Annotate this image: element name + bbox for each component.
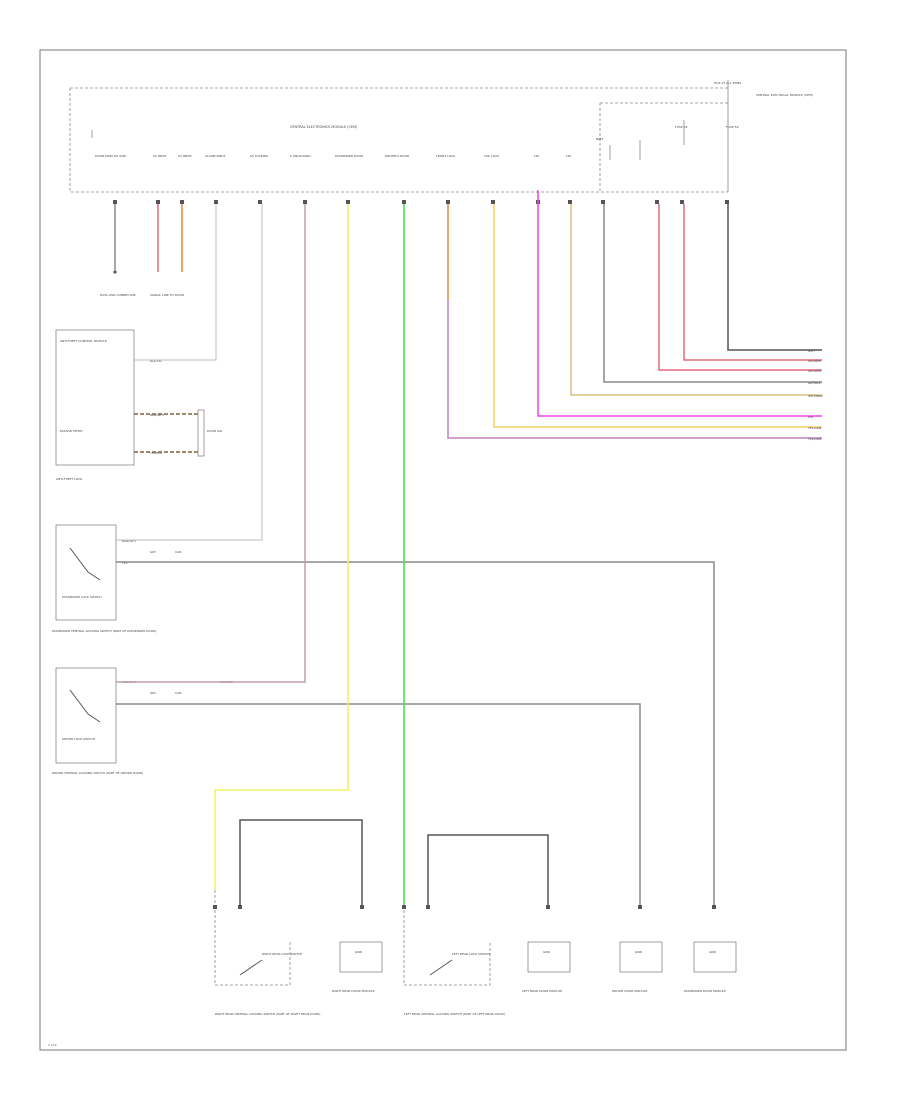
alarm-wire-label: BLK/YEL [150, 359, 162, 363]
lr-caption: LEFT REAR CENTRAL LOCKING SWITCH (PART O… [404, 1012, 505, 1016]
door-wire-label-1: BRN/WHT [150, 413, 165, 417]
right-rear-module: GND RIGHT REAR DOOR MODULE [332, 941, 383, 993]
drv-module-label: DRIVER DOOR MODULE [612, 989, 647, 993]
connector-pins [113, 200, 729, 204]
pin-label: PASSENGER DOOR [335, 154, 363, 158]
lr-module-gnd: GND [543, 950, 551, 954]
central-electrical-module-label: CENTRAL ELECTRICAL MODULE (CEM) [756, 93, 813, 97]
rr-switch-label: RIGHT REAR LOCK SWITCH [262, 952, 302, 956]
pin-label: FUSE 56 [726, 125, 739, 129]
internal-lines [609, 80, 729, 192]
driver-switch-wires [116, 204, 641, 905]
left-rear-module: GND LEFT REAR DOOR MODULE [522, 941, 571, 993]
wire-label: VIO [808, 415, 814, 419]
wire-label: WHT/BRN [808, 394, 822, 398]
drv-module-gnd: GND [635, 950, 643, 954]
pass-module-gnd: GND [709, 950, 717, 954]
door-signal-label: DOOR SIG [207, 429, 223, 433]
pass-switch-caption: PASSENGER CENTRAL LOCKING SWITCH (PART O… [52, 629, 156, 633]
passenger-switch-wires [116, 204, 715, 905]
pin-label: FUSE 32 [675, 125, 688, 129]
pin-label: DRIVER'S DOOR [385, 154, 409, 158]
lr-module-label: LEFT REAR DOOR MODULE [522, 989, 562, 993]
diagram-frame [39, 49, 847, 1051]
pin-label: S2 INPUT [153, 154, 167, 158]
right-bundle-wires [447, 190, 822, 439]
driver-lock-switch: DRIVER LOCK SWITCH DRIVER CENTRAL LOCKIN… [52, 667, 234, 775]
wire-label: GRY/RED [808, 369, 822, 373]
passenger-door-module: GND PASSENGER DOOR MODULE [684, 905, 737, 993]
drv-w4: CAN [175, 691, 181, 695]
pin-label: BATT [596, 137, 604, 141]
page-number: 1 of 2 [48, 1043, 57, 1047]
pin-label: ALARM INPUT [205, 154, 226, 158]
wire-label: GRY/RED [808, 359, 822, 363]
anti-theft-module: ANTI-THEFT CONTROL MODULE PASSIVE ENTRY … [55, 329, 223, 481]
pass-w3: GRY [150, 550, 156, 554]
pass-switch-label: PASSENGER LOCK SWITCH [62, 595, 102, 599]
driver-switch-label: DRIVER LOCK SWITCH [62, 737, 95, 741]
anti-theft-title: ANTI-THEFT CONTROL MODULE [60, 339, 107, 343]
pass-module-label: PASSENGER DOOR MODULE [684, 989, 726, 993]
module-title: CENTRAL ELECTRONICS MODULE (CEM) [290, 125, 358, 129]
anti-theft-wires [134, 204, 217, 457]
door-wire-label-2: YEL/BLK [150, 451, 163, 455]
rr-module-gnd: GND [355, 950, 363, 954]
right-wire-labels: WHT GRY/RED GRY/RED GRY/BLK WHT/BRN VIO … [808, 349, 822, 441]
rr-module-label: RIGHT REAR DOOR MODULE [332, 989, 375, 993]
pin-label: LIN [534, 154, 539, 158]
left-rear-switch: LEFT REAR LOCK SWITCH LEFT REAR CENTRAL … [402, 834, 550, 1016]
wire-label: YEL/ORN [808, 437, 821, 441]
module-pin-labels: DOOR MODULE GND S2 INPUT S3 INPUT ALARM … [95, 125, 739, 158]
pin-label: S3 INPUT [178, 154, 192, 158]
pin-label: DOOR MODULE GND [95, 154, 127, 158]
pin-label: S5 LOCKING [250, 154, 269, 158]
stub-wires: DATA LINK CONNECTOR SIGNAL LINE TO DOOR [100, 204, 184, 297]
pass-w4: CAN [175, 550, 181, 554]
drv-w3: GRY [150, 691, 156, 695]
rear-door-wires [214, 204, 405, 905]
anti-theft-sub: PASSIVE ENTRY [60, 429, 83, 433]
pad-right-label: SIGNAL LINE TO DOOR [150, 293, 184, 297]
passenger-lock-switch: PASSENGER LOCK SWITCH PASSENGER CENTRAL … [52, 524, 181, 633]
wire-label: GRY/BLK [808, 381, 822, 385]
wire-label: YEL/GRN [808, 426, 821, 430]
lr-switch-label: LEFT REAR LOCK SWITCH [452, 952, 490, 956]
pass-w1: BRN/WHT [122, 539, 137, 543]
pass-w2: YEL [122, 561, 128, 565]
pin-label: TAIL LOCK [483, 154, 500, 158]
wire-label: WHT [808, 349, 815, 353]
rr-caption: RIGHT REAR CENTRAL LOCKING SWITCH (PART … [215, 1012, 320, 1016]
pin-label: FRONT LOCK [436, 154, 456, 158]
driver-door-module: GND DRIVER DOOR MODULE [612, 905, 663, 993]
anti-theft-caption: ANTI-THEFT LOCK [56, 477, 83, 481]
pin-label: LIN [566, 154, 571, 158]
right-rear-switch: RIGHT REAR LOCK SWITCH RIGHT REAR CENTRA… [213, 819, 364, 1016]
pad-left-label: DATA LINK CONNECTOR [100, 293, 136, 297]
pin-label: S UNLOCKING [290, 154, 311, 158]
central-electronics-module: CENTRAL ELECTRONICS MODULE (CEM) HOT AT … [69, 81, 813, 193]
driver-switch-caption: DRIVER CENTRAL LOCKING SWITCH (PART OF D… [52, 771, 143, 775]
